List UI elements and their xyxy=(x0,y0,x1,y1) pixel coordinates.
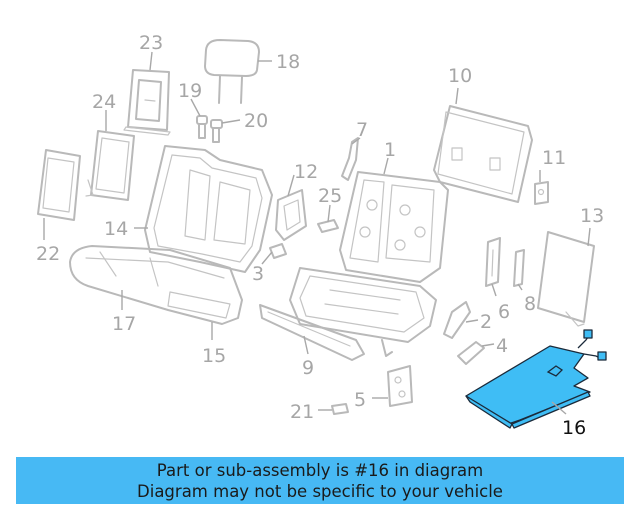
label-11: 11 xyxy=(542,147,566,169)
part-24-drawing xyxy=(85,130,135,201)
label-8: 8 xyxy=(524,293,536,315)
label-9: 9 xyxy=(302,357,314,379)
part-9-drawing xyxy=(259,304,365,361)
part-10-drawing xyxy=(433,105,533,203)
label-6: 6 xyxy=(498,301,510,323)
part-1-drawing xyxy=(289,171,449,357)
label-12: 12 xyxy=(294,161,318,183)
part-2-drawing xyxy=(443,301,471,339)
leader-lines xyxy=(43,51,591,415)
label-17: 17 xyxy=(112,313,136,335)
part-21-drawing xyxy=(331,403,349,415)
part-18-drawing xyxy=(204,39,260,104)
label-20: 20 xyxy=(244,110,268,132)
part-20-drawing xyxy=(210,119,223,143)
banner-line-1: Part or sub-assembly is #16 in diagram xyxy=(156,460,484,480)
part-16-heater-mat xyxy=(465,329,607,429)
part-11-drawing xyxy=(534,181,549,205)
part-13-drawing xyxy=(537,231,595,327)
part-4-drawing xyxy=(457,341,485,365)
part-15-drawing xyxy=(167,291,231,319)
part-8-drawing xyxy=(513,249,525,287)
label-7: 7 xyxy=(356,119,368,141)
part-23-drawing xyxy=(123,69,171,136)
label-22: 22 xyxy=(36,243,60,265)
label-25: 25 xyxy=(318,185,342,207)
part-6-drawing xyxy=(485,237,501,287)
label-3: 3 xyxy=(252,263,264,285)
part-12-drawing xyxy=(275,189,307,241)
label-10: 10 xyxy=(448,65,472,87)
label-13: 13 xyxy=(580,205,604,227)
label-1: 1 xyxy=(384,139,396,161)
part-22-drawing xyxy=(37,149,81,221)
part-5-drawing xyxy=(387,365,413,407)
label-24: 24 xyxy=(92,91,116,113)
label-14: 14 xyxy=(104,218,128,240)
label-21: 21 xyxy=(290,401,314,423)
label-16: 16 xyxy=(562,417,586,439)
part-19-drawing xyxy=(196,115,208,139)
part-3-drawing xyxy=(269,243,287,259)
part-17-drawing xyxy=(69,245,243,325)
banner-line-2: Diagram may not be specific to your vehi… xyxy=(137,481,503,501)
label-18: 18 xyxy=(276,51,300,73)
label-15: 15 xyxy=(202,345,226,367)
info-banner: Part or sub-assembly is #16 in diagram D… xyxy=(16,457,624,504)
label-4: 4 xyxy=(496,335,508,357)
label-5: 5 xyxy=(354,389,366,411)
label-23: 23 xyxy=(139,32,163,54)
label-19: 19 xyxy=(178,80,202,102)
part-7-drawing xyxy=(341,137,359,181)
label-2: 2 xyxy=(480,311,492,333)
part-14-drawing xyxy=(144,145,273,273)
